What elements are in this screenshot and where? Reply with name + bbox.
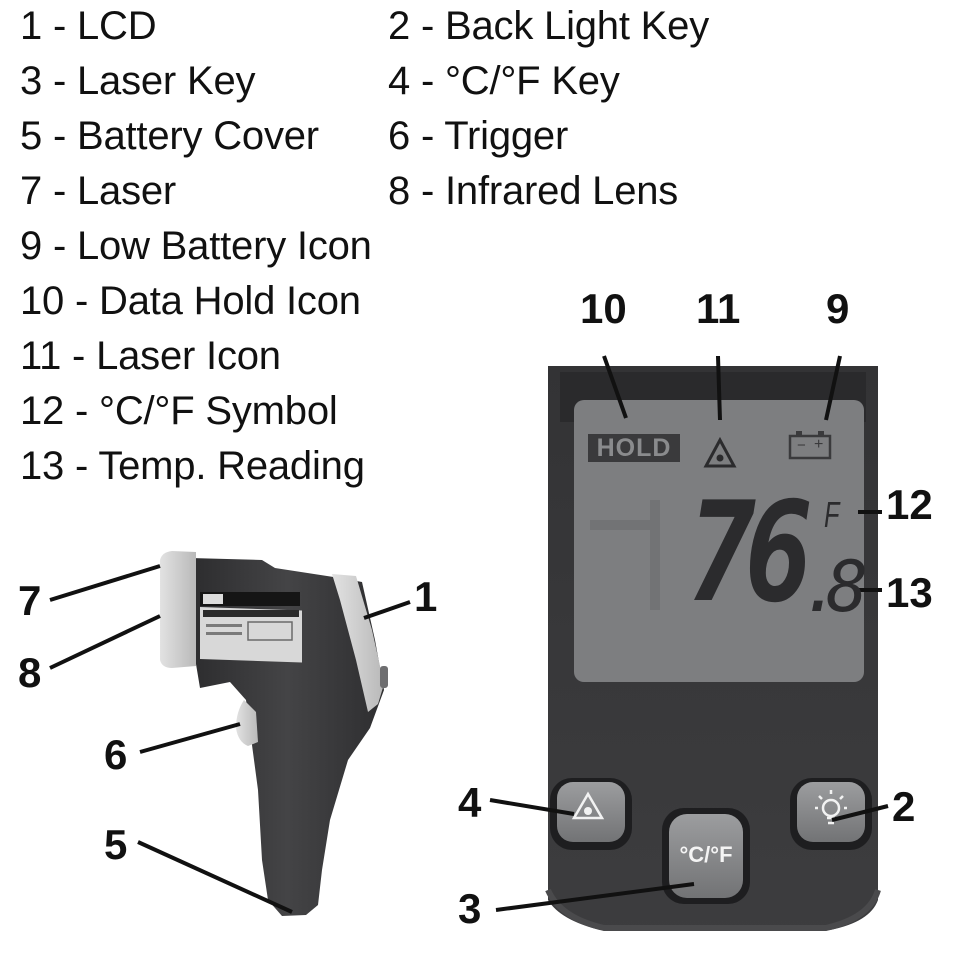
laser-triangle-icon xyxy=(571,791,605,820)
legend-item-laser-icon: 11 - Laser Icon xyxy=(20,334,281,378)
leader-line-backlight-key xyxy=(831,804,889,822)
lcd-ghost-segments xyxy=(590,500,660,610)
legend-item-unit-symbol: 12 - °C/°F Symbol xyxy=(20,389,338,433)
leader-line-lcd xyxy=(363,600,411,620)
legend-item-trigger: 6 - Trigger xyxy=(388,114,569,158)
legend-item-unit-key: 4 - °C/°F Key xyxy=(388,59,620,103)
legend-item-temp-reading: 13 - Temp. Reading xyxy=(20,444,365,488)
unit-symbol: F xyxy=(824,494,840,535)
laser-key[interactable] xyxy=(550,778,632,850)
callout-unit-key: 4 xyxy=(458,779,482,826)
unit-key-label: °C/°F xyxy=(679,842,733,867)
legend-item-back-light-key: 2 - Back Light Key xyxy=(388,4,710,48)
leader-line-battery-cover xyxy=(137,840,293,914)
rear-button xyxy=(380,666,388,688)
callout-battery-cover: 5 xyxy=(104,821,128,868)
low-battery-icon xyxy=(788,431,832,460)
leader-line-battery-icon xyxy=(824,355,842,421)
unit-key[interactable] xyxy=(662,808,750,904)
legend-item-battery-cover: 5 - Battery Cover xyxy=(20,114,319,158)
hold-icon xyxy=(588,434,680,462)
backlight-key[interactable] xyxy=(790,778,872,850)
callout-lcd: 1 xyxy=(414,573,438,620)
callout-temp-reading: 13 xyxy=(886,569,933,616)
leader-line-laser-key xyxy=(495,882,695,912)
callout-hold-icon: 10 xyxy=(580,285,627,332)
legend-item-infrared-lens: 8 - Infrared Lens xyxy=(388,169,679,213)
trigger xyxy=(236,700,258,746)
temp-reading-integer: 76 xyxy=(688,472,813,633)
callout-unit-symbol: 12 xyxy=(886,481,933,528)
laser-icon xyxy=(703,436,737,468)
leader-line-unit-key xyxy=(489,798,575,816)
lcd-screen xyxy=(574,400,864,682)
callout-backlight-key: 2 xyxy=(892,783,916,830)
callout-laser-key: 3 xyxy=(458,885,482,932)
legend-item-laser: 7 - Laser xyxy=(20,169,177,213)
callout-trigger: 6 xyxy=(104,731,128,778)
legend-item-low-battery-icon: 9 - Low Battery Icon xyxy=(20,224,372,268)
battery-plus: + xyxy=(814,436,824,453)
display-closeup xyxy=(489,355,889,960)
infrared-lens-housing xyxy=(160,551,196,668)
hold-icon-text: HOLD xyxy=(596,434,672,462)
lcd-rear-cap xyxy=(332,574,384,712)
callout-infrared-lens: 8 xyxy=(18,649,42,696)
battery-minus: − xyxy=(797,437,806,454)
callout-laser-icon: 11 xyxy=(696,285,741,332)
callout-battery-icon: 9 xyxy=(826,285,850,332)
leader-line-laser-icon xyxy=(716,355,722,421)
legend-item-data-hold-icon: 10 - Data Hold Icon xyxy=(20,279,361,323)
thermometer-side-view xyxy=(49,551,411,916)
temp-reading-decimal: .8 xyxy=(800,546,868,628)
leader-line-infrared-lens xyxy=(49,614,161,670)
callout-laser: 7 xyxy=(18,577,42,624)
product-label xyxy=(200,592,302,663)
leader-line-trigger xyxy=(139,722,241,754)
legend-item-lcd: 1 - LCD xyxy=(20,4,157,48)
legend-item-laser-key: 3 - Laser Key xyxy=(20,59,256,103)
leader-line-hold-icon xyxy=(602,355,628,419)
leader-line-laser xyxy=(49,564,161,602)
